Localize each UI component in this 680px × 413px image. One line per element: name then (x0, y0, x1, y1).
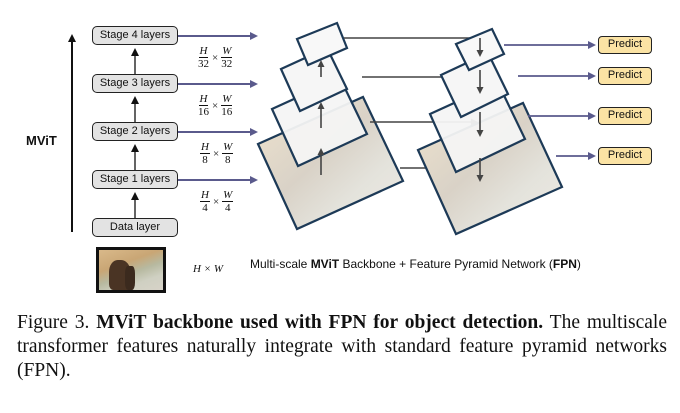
predict-head-p3: Predict (598, 107, 652, 125)
times-sign: × (212, 196, 220, 208)
res-num: H (198, 93, 209, 106)
stage3-box: Stage 3 layers (92, 74, 178, 93)
backbone-feature-stage4 (295, 21, 349, 67)
subtitle-text: ) (576, 257, 581, 271)
res-den: 8 (225, 154, 231, 166)
res-num: W (221, 93, 233, 106)
stage4-box: Stage 4 layers (92, 26, 178, 45)
stage2-box: Stage 2 layers (92, 122, 178, 141)
times-sign: × (212, 52, 219, 64)
backbone-feature-pyramid (256, 21, 405, 231)
input-image-thumbnail (96, 247, 166, 293)
subtitle-text: Backbone + Feature Pyramid Network ( (339, 257, 553, 271)
res-den: 8 (202, 154, 208, 166)
subtitle-text: Multi-scale (250, 257, 311, 271)
fpn-feature-pyramid (416, 27, 564, 236)
mvit-fpn-diagram: MViT Stage 4 layers Stage 3 layers Stage… (26, 21, 652, 293)
mvit-label: MViT (26, 133, 57, 148)
res-num: H (200, 141, 210, 154)
res-den: 16 (221, 106, 233, 118)
caption-title: MViT backbone used with FPN for object d… (96, 312, 544, 333)
diagram-subtitle: Multi-scale MViT Backbone + Feature Pyra… (250, 257, 581, 271)
stage1-box: Stage 1 layers (92, 170, 178, 189)
figure-label: Figure 3. (17, 312, 90, 333)
diagram-canvas (68, 21, 596, 236)
res-den: 32 (198, 58, 209, 70)
res-den: 32 (221, 58, 233, 70)
figure-caption: Figure 3. MViT backbone used with FPN fo… (17, 311, 667, 383)
caption-body: The multiscale transformer features natu… (17, 312, 667, 381)
data-layer-box: Data layer (92, 218, 178, 237)
res-den: 4 (202, 202, 208, 214)
res-den: 16 (198, 106, 209, 118)
times-sign: × (212, 100, 219, 112)
res-num: W (222, 189, 234, 202)
input-size-label: H × W (193, 263, 224, 275)
predict-head-p2: Predict (598, 147, 652, 165)
times-sign: × (212, 148, 220, 160)
predict-head-p5: Predict (598, 36, 652, 54)
res-num: H (198, 45, 209, 58)
subtitle-bold-fpn: FPN (552, 257, 577, 271)
subtitle-bold-mvit: MViT (310, 257, 340, 271)
res-num: H (200, 189, 210, 202)
res-num: W (222, 141, 234, 154)
res-den: 4 (225, 202, 231, 214)
res-num: W (221, 45, 233, 58)
predict-head-p4: Predict (598, 67, 652, 85)
bear-shape (125, 266, 135, 290)
